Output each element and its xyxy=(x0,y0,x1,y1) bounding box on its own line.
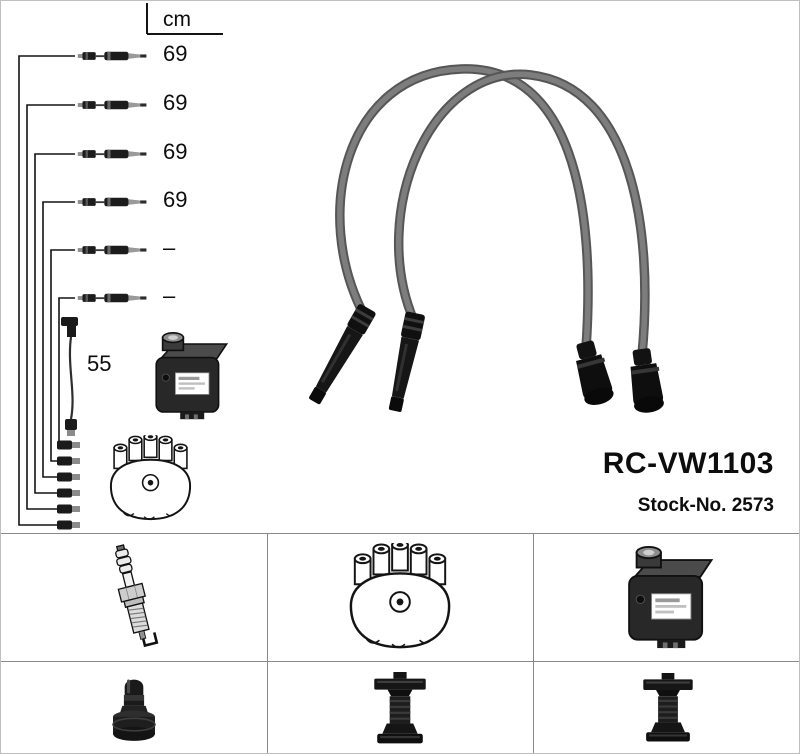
cable-connector-icon xyxy=(77,145,155,163)
product-code: RC-VW1103 xyxy=(602,447,774,480)
stock-number: Stock-No. 2573 xyxy=(637,495,774,516)
harness-lines-diagram xyxy=(18,3,223,530)
cable-connector-icon xyxy=(77,193,155,211)
grid-cell-connector-boot xyxy=(1,662,268,753)
coil-wire-icon xyxy=(61,317,78,436)
cable-length-label: – xyxy=(163,283,176,308)
distributor-terminal-stack xyxy=(57,440,80,530)
grid-cell-terminal-connector xyxy=(534,662,800,754)
cable-connector-icon xyxy=(77,289,155,307)
terminal-connector-icon xyxy=(369,672,431,747)
connector-boot-icon xyxy=(106,673,162,745)
grid-cell-ignition-coil xyxy=(534,534,799,662)
coil-wire-length-label: 55 xyxy=(87,351,112,376)
parts-grid xyxy=(1,533,800,754)
grid-cell-terminal-connector xyxy=(268,662,535,753)
distributor-cap-icon xyxy=(341,543,459,653)
spark-plug-boot xyxy=(309,304,376,405)
unit-label: cm xyxy=(163,8,191,31)
ignition-cable-set-photo xyxy=(309,64,664,413)
cable-length-label: – xyxy=(163,235,176,260)
distributor-cap-icon xyxy=(103,435,198,524)
cable-length-label: 69 xyxy=(163,90,188,115)
spark-plug-icon xyxy=(94,537,173,659)
grid-cell-distributor-cap xyxy=(267,534,535,662)
ignition-coil-icon xyxy=(145,331,233,421)
cable-length-label: 69 xyxy=(163,139,188,164)
cable-connector-icon xyxy=(77,96,155,114)
grid-cell-spark-plug xyxy=(1,534,268,662)
terminal-connector-icon xyxy=(636,673,700,745)
cable-length-label: 69 xyxy=(163,187,188,212)
ignition-coil-icon xyxy=(616,545,719,650)
cable-length-label: 69 xyxy=(163,41,188,66)
elbow-boot xyxy=(630,348,664,413)
cable-connector-icon xyxy=(77,47,155,65)
elbow-boot xyxy=(576,340,614,405)
cable-connector-icon xyxy=(77,241,155,259)
spark-plug-boot xyxy=(388,311,425,412)
